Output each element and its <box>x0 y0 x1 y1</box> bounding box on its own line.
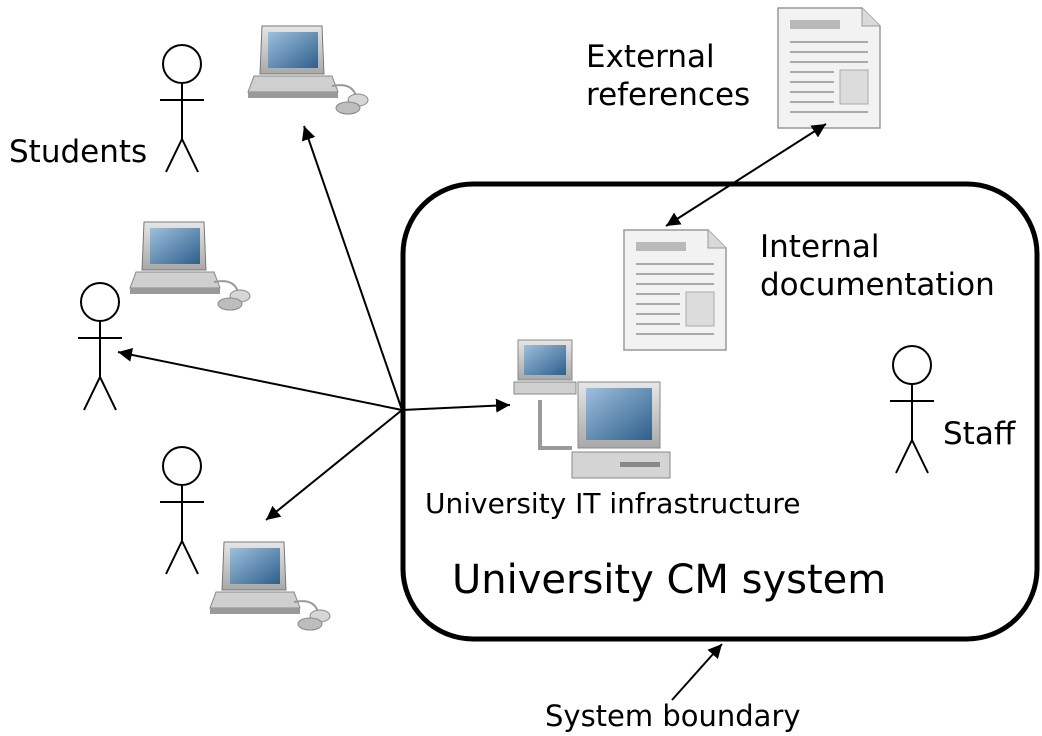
arrow-external-internal-docs <box>665 123 827 227</box>
arrow-hub-to-student-middle <box>117 347 403 411</box>
staff-figure <box>889 345 935 474</box>
arrow-to-system-boundary <box>671 643 723 701</box>
laptop-icon-bottom <box>209 541 331 631</box>
student-figure-top <box>159 44 205 173</box>
student-figure-bottom <box>159 446 205 575</box>
laptop-icon-top <box>247 25 369 115</box>
internal-documentation-document-icon <box>623 229 727 351</box>
student-figure-middle <box>77 282 123 411</box>
system-boundary-label: System boundary <box>545 699 801 733</box>
external-references-label-line1: External <box>586 39 715 75</box>
external-references-document-icon <box>777 7 881 129</box>
staff-label: Staff <box>943 416 1016 452</box>
it-infrastructure-label: University IT infrastructure <box>425 487 801 520</box>
arrow-hub-to-laptop-bottom <box>265 409 403 521</box>
internal-documentation-label-line1: Internal <box>760 229 880 265</box>
system-title: University CM system <box>452 557 887 603</box>
arrow-hub-to-it-infrastructure <box>401 398 511 413</box>
it-infrastructure-icon <box>513 339 671 479</box>
students-label: Students <box>9 134 148 170</box>
laptop-icon-middle <box>129 221 251 311</box>
external-references-label-line2: references <box>586 77 751 113</box>
arrow-hub-to-laptop-top <box>301 125 403 411</box>
internal-documentation-label-line2: documentation <box>760 267 995 303</box>
